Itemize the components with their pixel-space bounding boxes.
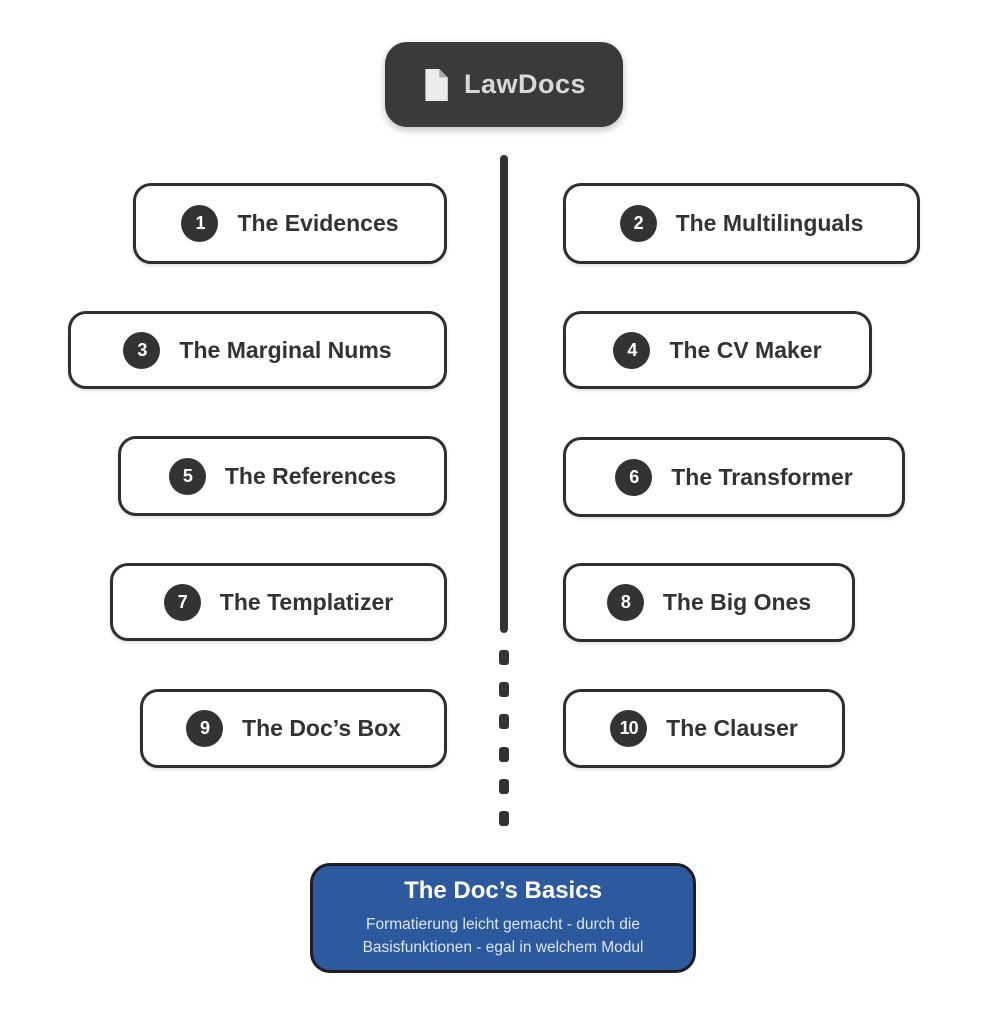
number-badge: 1	[181, 205, 219, 242]
number-badge: 10	[610, 710, 648, 747]
connector-dash	[499, 714, 509, 730]
module-box-references: 5 The References	[118, 436, 447, 516]
number-badge: 6	[615, 458, 653, 496]
number-badge: 9	[186, 710, 224, 747]
module-label: The Templatizer	[219, 588, 394, 615]
connector-dash	[499, 778, 509, 794]
footer-basics-card: The Doc’s Basics Formatierung leicht gem…	[310, 863, 696, 973]
number-badge: 4	[613, 331, 651, 369]
number-badge: 3	[123, 331, 161, 369]
number-badge: 2	[619, 205, 657, 242]
module-box-marginal-nums: 3 The Marginal Nums	[68, 311, 447, 389]
connector-dash	[499, 682, 509, 698]
connector-line-solid	[500, 155, 508, 633]
number-badge: 7	[163, 583, 201, 621]
footer-subtitle-line2: Basisfunktionen - egal in welchem Modul	[362, 938, 644, 956]
module-label: The Marginal Nums	[179, 336, 392, 363]
module-box-transformer: 6 The Transformer	[563, 437, 905, 517]
module-label: The Doc’s Box	[242, 715, 401, 741]
module-label: The Clauser	[666, 715, 798, 741]
module-box-templatizer: 7 The Templatizer	[110, 563, 447, 641]
number-badge: 5	[168, 457, 206, 495]
footer-subtitle: Formatierung leicht gemacht - durch die …	[363, 914, 644, 959]
footer-title: The Doc’s Basics	[404, 877, 602, 905]
footer-subtitle-line1: Formatierung leicht gemacht - durch die	[366, 916, 640, 934]
connector-dash	[499, 650, 509, 665]
module-label: The CV Maker	[669, 336, 822, 363]
connector-dash	[499, 746, 509, 762]
module-box-clauser: 10 The Clauser	[563, 689, 845, 768]
module-label: The References	[224, 462, 397, 489]
module-box-docs-box: 9 The Doc’s Box	[140, 689, 447, 768]
module-label: The Multilinguals	[675, 210, 864, 236]
connector-line-dashed	[499, 650, 509, 826]
module-box-multilinguals: 2 The Multilinguals	[563, 183, 920, 264]
module-label: The Transformer	[671, 463, 853, 490]
module-label: The Big Ones	[662, 589, 812, 615]
header-pill: LawDocs	[385, 42, 623, 127]
module-box-evidences: 1 The Evidences	[133, 183, 447, 264]
number-badge: 8	[606, 584, 644, 621]
module-label: The Evidences	[237, 210, 399, 236]
connector-dash	[499, 810, 509, 826]
module-box-cv-maker: 4 The CV Maker	[563, 311, 872, 389]
document-icon	[425, 68, 448, 101]
module-box-big-ones: 8 The Big Ones	[563, 563, 855, 642]
app-title: LawDocs	[463, 69, 587, 99]
